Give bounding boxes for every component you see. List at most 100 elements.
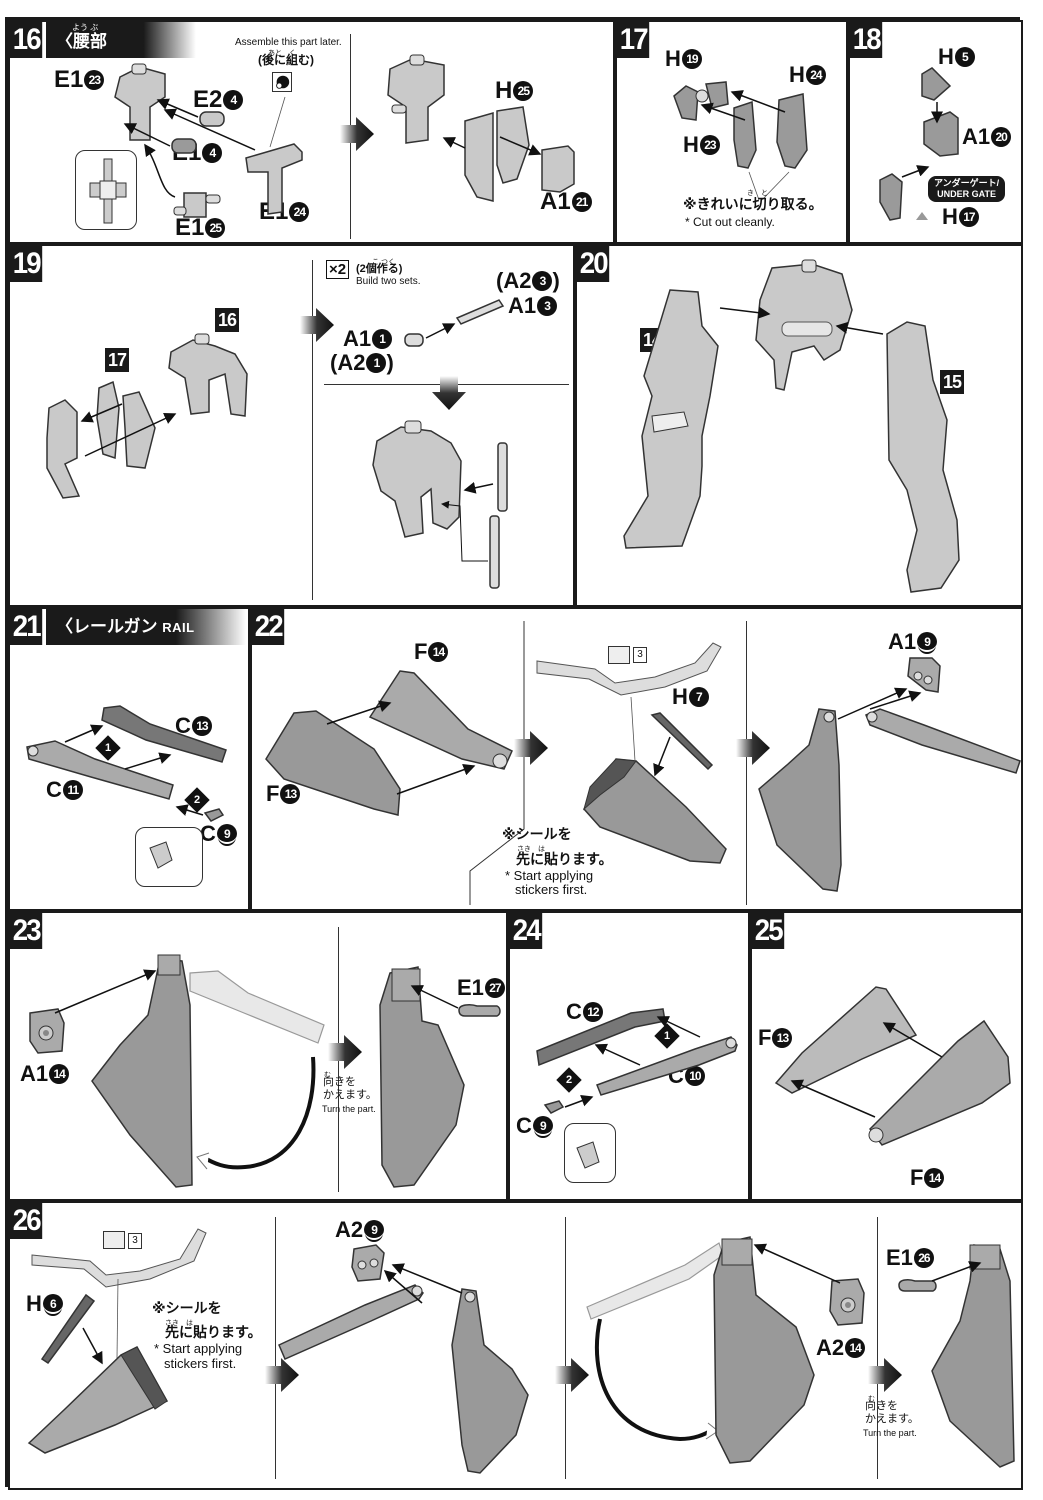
sticker-note-en-2: stickers first. xyxy=(515,882,588,897)
e1-24-part xyxy=(242,140,304,216)
under-gate-text: アンダーゲート/ xyxy=(934,178,1000,188)
side-armor-part xyxy=(45,378,156,499)
e2-4-part xyxy=(198,110,226,128)
part-number-badge: 5 xyxy=(954,47,975,67)
runner-letter: H xyxy=(942,204,958,229)
e1-26-part xyxy=(897,1277,937,1293)
instruction-page: 16 よう ぶ 〈腰部 WAIST〉 Assemble this part la… xyxy=(5,17,1023,1490)
assembly-arrows xyxy=(82,1278,119,1365)
next-arrow-icon-3 xyxy=(868,1358,902,1392)
later-marker-icon xyxy=(272,72,292,92)
part-number-badge: 9 xyxy=(917,632,938,652)
rail-arm-part xyxy=(275,1281,425,1361)
f-13-part xyxy=(264,709,404,819)
part-number-badge: 1 xyxy=(366,353,387,373)
sticker-note-jp-1: ※シールを xyxy=(152,1300,222,1316)
rod-part-1 xyxy=(494,441,510,513)
under-gate-text: UNDER GATE xyxy=(937,189,996,199)
assembly-arrows xyxy=(123,96,286,198)
part-number-badge: 14 xyxy=(428,642,449,662)
left-leg-14-part xyxy=(622,286,732,556)
step-divider-2 xyxy=(565,1217,566,1479)
assemble-later-note: Assemble this part later. xyxy=(235,37,342,48)
runner-letter: A2 xyxy=(816,1335,845,1360)
sticker-note-jp-2: 先に貼ります。 xyxy=(516,851,613,867)
section-title-rail-gun: 〈レールガン RAIL GUN〉 xyxy=(46,609,246,672)
turn-ruby: む xyxy=(324,1072,331,1079)
f-14-part xyxy=(364,669,514,779)
e1-4-part xyxy=(170,137,198,155)
assembly-arrows xyxy=(700,90,790,201)
h-25-part xyxy=(463,105,533,205)
runner-letter: F xyxy=(414,639,428,664)
sticker-icon xyxy=(608,646,630,664)
part-number-badge: 17 xyxy=(958,207,979,227)
armor-with-sticker-part xyxy=(25,1343,170,1454)
turn-arrow-icon xyxy=(196,1056,316,1170)
part-number-badge: 13 xyxy=(280,784,301,804)
step-ref-17: 17 xyxy=(105,348,130,372)
down-arrow-icon xyxy=(432,376,466,410)
detail-inset xyxy=(135,827,203,887)
sticker-note-ruby: さき は xyxy=(165,1320,193,1327)
title-ruby: よう ぶ xyxy=(72,23,99,32)
part-number-badge: 19 xyxy=(681,49,702,69)
runner-letter: C xyxy=(566,999,582,1024)
assembly-arrows xyxy=(54,969,157,1014)
part-number-badge: 23 xyxy=(699,135,720,155)
next-arrow-icon xyxy=(340,117,374,151)
step-20-panel: 20 14 15 xyxy=(575,244,1023,607)
turn-ruby: む xyxy=(868,1396,875,1403)
assembly-arrows-2 xyxy=(630,696,671,777)
h-17-part xyxy=(878,172,904,222)
runner-letter: H xyxy=(672,684,688,709)
rail-arm-ghost-part xyxy=(188,969,328,1049)
assembly-arrows xyxy=(64,724,204,816)
waist-assembly-part xyxy=(382,54,452,145)
part-number-badge: 23 xyxy=(84,70,105,90)
next-arrow-icon-2 xyxy=(736,731,770,765)
sticker-number: 3 xyxy=(128,1233,142,1249)
step-divider-3 xyxy=(877,1217,878,1479)
step-16-panel: 16 よう ぶ 〈腰部 WAIST〉 Assemble this part la… xyxy=(8,20,615,244)
next-arrow-icon xyxy=(300,308,334,342)
multiplier-badge: ×2 xyxy=(326,260,350,279)
part-number-badge: 3 xyxy=(532,271,553,291)
assemble-later-jp: (後に組む) xyxy=(258,53,314,67)
runner-letter: C xyxy=(200,821,216,846)
step-number: 18 xyxy=(850,22,883,58)
part-number-badge: 13 xyxy=(191,716,212,736)
part-number-badge: 4 xyxy=(223,90,244,110)
turn-en: Turn the part. xyxy=(322,1104,376,1114)
step-19-panel: 19 16 17 ×2 こ つく (2個作る) Build two sets. … xyxy=(8,244,575,607)
c-13-part xyxy=(100,704,230,766)
c-10-part xyxy=(595,1033,740,1096)
assembly-arrows-2 xyxy=(442,136,542,156)
runner-letter: ) xyxy=(552,268,560,293)
waist-unit-part xyxy=(752,259,857,391)
rod-part-2 xyxy=(486,514,502,590)
runner-letter: A2 xyxy=(335,1217,364,1242)
runner-letter: E1 xyxy=(54,66,84,93)
a2-9-part xyxy=(350,1243,386,1283)
a1-3-part xyxy=(455,298,505,326)
